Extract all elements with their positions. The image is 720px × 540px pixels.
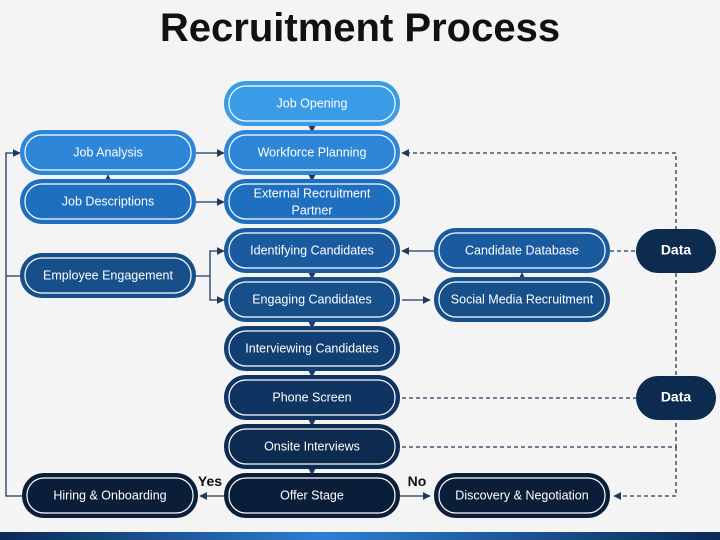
node-job-analysis[interactable]: Job Analysis xyxy=(20,130,196,175)
node-job-descriptions-label: Job Descriptions xyxy=(62,194,154,208)
node-social-media-recruitment-label: Social Media Recruitment xyxy=(451,292,594,306)
node-candidate-database-label: Candidate Database xyxy=(465,243,579,257)
dash-data-to-planning xyxy=(401,149,677,230)
data-node-bottom[interactable]: Data xyxy=(636,376,716,420)
node-offer-stage[interactable]: Offer Stage xyxy=(224,473,400,518)
node-engaging-candidates[interactable]: Engaging Candidates xyxy=(224,277,400,322)
node-workforce-planning-label: Workforce Planning xyxy=(258,145,367,159)
node-job-opening[interactable]: Job Opening xyxy=(224,81,400,126)
node-external-recruitment-partner-line1: External Recruitment xyxy=(254,186,371,200)
connectors xyxy=(5,124,677,500)
no-label: No xyxy=(408,473,427,489)
node-phone-screen-label: Phone Screen xyxy=(272,390,351,404)
node-onsite-interviews-label: Onsite Interviews xyxy=(264,439,360,453)
node-employee-engagement[interactable]: Employee Engagement xyxy=(20,253,196,298)
arrow-engagement-to-engaging xyxy=(209,276,225,304)
loop-hiring-to-analysis xyxy=(5,149,22,497)
bottom-accent-bar xyxy=(0,532,720,540)
yes-label: Yes xyxy=(198,473,222,489)
node-job-opening-label: Job Opening xyxy=(277,96,348,110)
node-discovery-negotiation[interactable]: Discovery & Negotiation xyxy=(434,473,610,518)
node-workforce-planning[interactable]: Workforce Planning xyxy=(224,130,400,175)
node-identifying-candidates-label: Identifying Candidates xyxy=(250,243,374,257)
node-identifying-candidates[interactable]: Identifying Candidates xyxy=(224,228,400,273)
node-hiring-onboarding-label: Hiring & Onboarding xyxy=(53,488,166,502)
node-employee-engagement-label: Employee Engagement xyxy=(43,268,173,282)
node-social-media-recruitment[interactable]: Social Media Recruitment xyxy=(434,277,610,322)
node-discovery-negotiation-label: Discovery & Negotiation xyxy=(455,488,588,502)
data-node-bottom-label: Data xyxy=(661,389,692,405)
node-job-analysis-label: Job Analysis xyxy=(73,145,142,159)
node-external-recruitment-partner[interactable]: External Recruitment Partner xyxy=(224,179,400,224)
node-hiring-onboarding[interactable]: Hiring & Onboarding xyxy=(22,473,198,518)
dash-data-to-discovery xyxy=(613,447,677,500)
data-node-top[interactable]: Data xyxy=(636,229,716,273)
node-candidate-database[interactable]: Candidate Database xyxy=(434,228,610,273)
dash-onsite-to-data xyxy=(402,420,677,448)
data-node-top-label: Data xyxy=(661,242,692,258)
node-interviewing-candidates-label: Interviewing Candidates xyxy=(245,341,378,355)
node-interviewing-candidates[interactable]: Interviewing Candidates xyxy=(224,326,400,371)
node-engaging-candidates-label: Engaging Candidates xyxy=(252,292,372,306)
page-title: Recruitment Process xyxy=(159,6,561,50)
node-onsite-interviews[interactable]: Onsite Interviews xyxy=(224,424,400,469)
node-job-descriptions[interactable]: Job Descriptions xyxy=(20,179,196,224)
node-external-recruitment-partner-line2: Partner xyxy=(292,203,333,217)
arrow-engagement-to-identifying xyxy=(196,247,225,277)
node-offer-stage-label: Offer Stage xyxy=(280,488,344,502)
node-phone-screen[interactable]: Phone Screen xyxy=(224,375,400,420)
